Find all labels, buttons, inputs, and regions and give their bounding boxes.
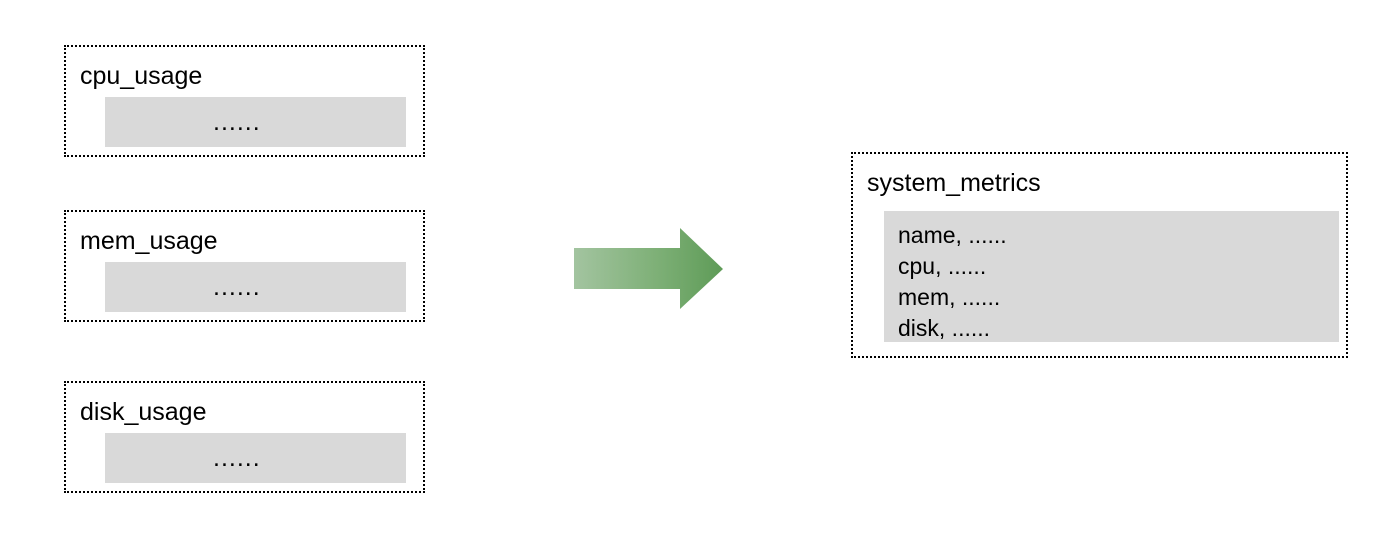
source-payload-ellipsis: ......: [213, 273, 261, 301]
target-payload-block: name, ...... cpu, ...... mem, ...... dis…: [884, 211, 1339, 342]
target-field-row: name, ......: [898, 222, 1007, 248]
target-node-title: system_metrics: [867, 169, 1041, 197]
source-payload-block: ......: [105, 433, 406, 483]
target-node-system-metrics[interactable]: system_metrics name, ...... cpu, ...... …: [851, 152, 1348, 358]
target-field-row: mem, ......: [898, 284, 1001, 310]
source-node-title: mem_usage: [80, 227, 218, 255]
target-field-row: disk, ......: [898, 315, 991, 341]
source-node-cpu-usage[interactable]: cpu_usage ......: [64, 45, 425, 157]
source-payload-block: ......: [105, 262, 406, 312]
source-node-mem-usage[interactable]: mem_usage ......: [64, 210, 425, 322]
source-payload-ellipsis: ......: [213, 108, 261, 136]
right-arrow-icon: [574, 228, 723, 309]
source-node-title: cpu_usage: [80, 62, 203, 90]
source-node-title: disk_usage: [80, 398, 207, 426]
target-field-row: cpu, ......: [898, 253, 987, 279]
source-payload-block: ......: [105, 97, 406, 147]
source-payload-ellipsis: ......: [213, 444, 261, 472]
source-node-disk-usage[interactable]: disk_usage ......: [64, 381, 425, 493]
arrow-shape: [574, 228, 723, 309]
